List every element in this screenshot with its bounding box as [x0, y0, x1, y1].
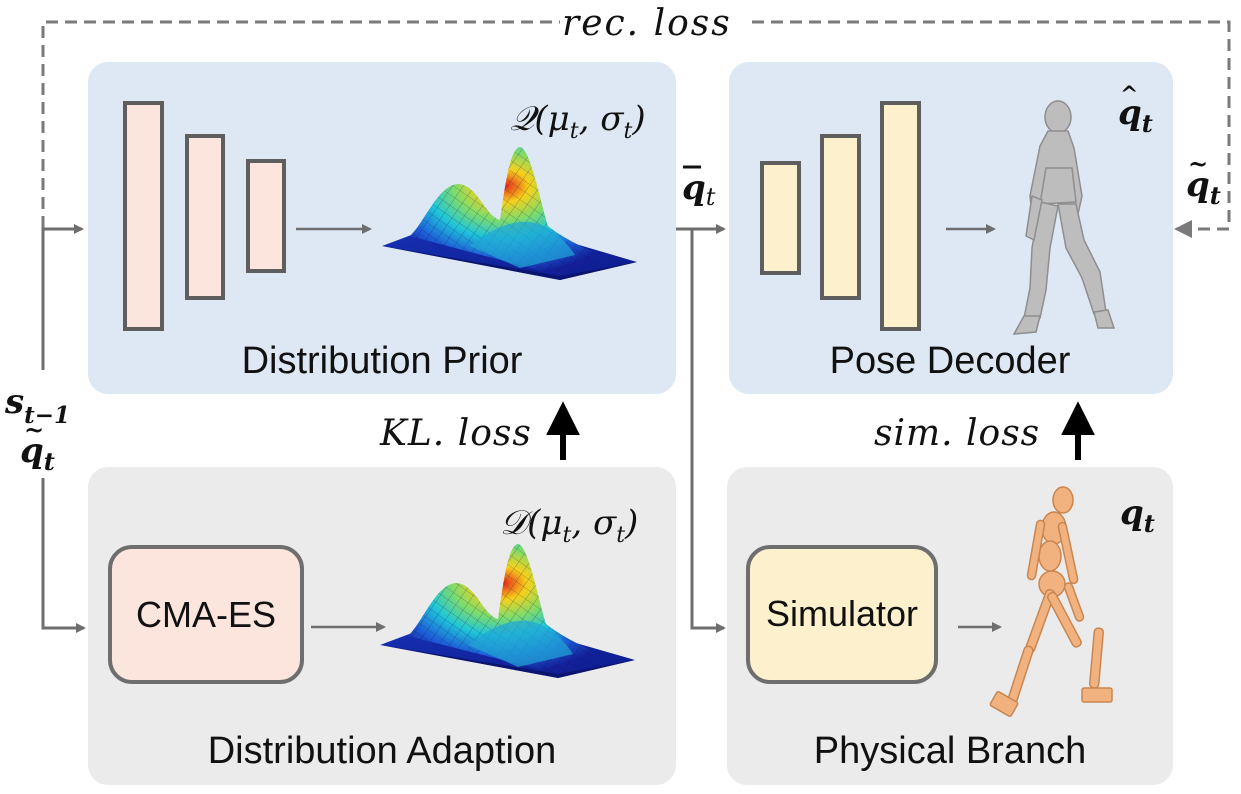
rec-loss-label: rec. loss: [562, 3, 732, 44]
decoder-bar-3: [880, 101, 921, 331]
decoder-bar-1: [760, 161, 801, 275]
sim-loss-label: sim. loss: [874, 413, 1040, 454]
distribution-adaption-title: Distribution Adaption: [208, 730, 557, 772]
q-hat-symbol: qt: [1118, 93, 1153, 138]
kl-loss-arrow: [546, 401, 580, 460]
q-tilde-right-symbol: qt: [1186, 165, 1221, 210]
physical-branch-title: Physical Branch: [814, 730, 1086, 772]
rec-loss-arrowhead: [1174, 220, 1192, 238]
s-prev-symbol: st−1: [4, 382, 70, 429]
q-tilde-left-symbol: qt: [20, 431, 55, 476]
q-bar-to-simulator-line: [690, 229, 726, 633]
q-phys-symbol: qt: [1120, 493, 1155, 538]
encoder-bar-1: [123, 101, 164, 331]
adapted-distribution-surface: [380, 544, 635, 678]
cma-es-box: [108, 545, 304, 684]
distribution-prior-panel: [88, 62, 676, 394]
adapt-distribution-label: 𝒟(μt, σt): [500, 503, 638, 548]
decoder-bar-2: [820, 134, 861, 300]
prior-distribution-surface: [382, 147, 637, 280]
rec-loss-dashed-path: [41, 20, 1231, 231]
q-bar-symbol: qt: [682, 168, 716, 211]
q-tilde-right-mark: ~: [1188, 149, 1208, 178]
encoder-bar-3: [246, 159, 286, 273]
sim-loss-arrow: [1061, 401, 1095, 460]
pose-decoder-title: Pose Decoder: [830, 340, 1071, 382]
simulator-box: [746, 545, 938, 684]
simulator-label: Simulator: [766, 593, 918, 634]
q-hat-mark: ^: [1120, 82, 1138, 108]
tilde-left-mark: ~: [24, 415, 44, 444]
encoder-bar-2: [185, 134, 225, 300]
cma-es-label: CMA-ES: [136, 594, 276, 635]
kl-loss-label: KL. loss: [379, 413, 532, 454]
human-mesh-figure: [1012, 100, 1116, 335]
left-input-line-top: [41, 224, 84, 370]
prior-distribution-label: 𝒬(μt, σt): [510, 99, 646, 144]
distribution-prior-title: Distribution Prior: [242, 340, 523, 382]
physical-humanoid-figure: [989, 486, 1113, 717]
left-input-line-bottom: [41, 478, 86, 633]
